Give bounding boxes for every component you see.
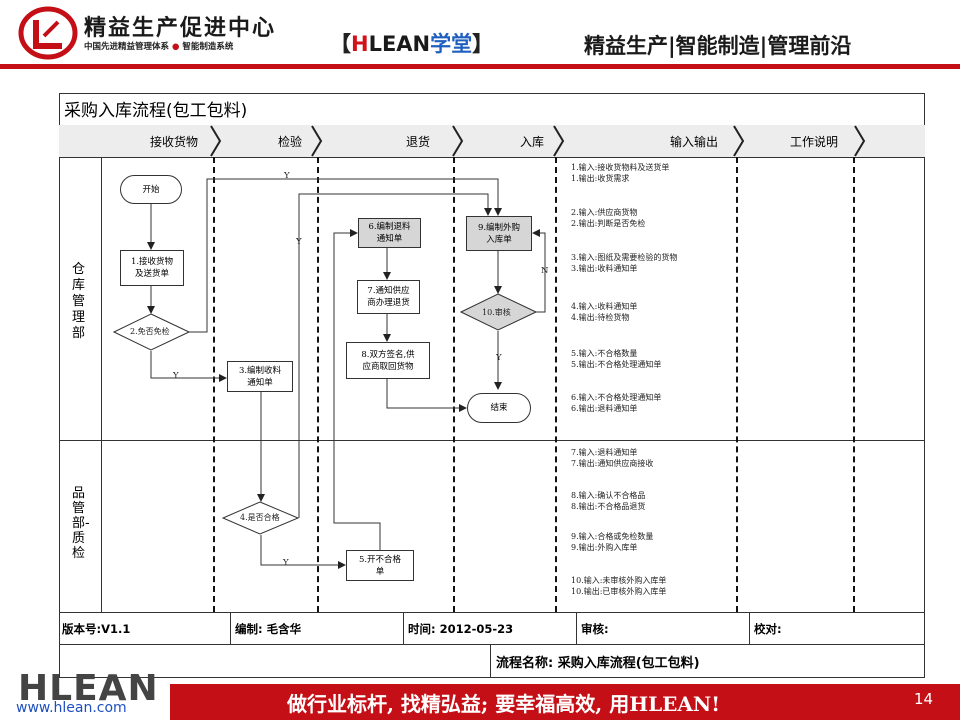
io-line: 4.输出:待检货物 <box>571 313 630 322</box>
info-sep-5 <box>490 644 491 678</box>
lane-divider <box>59 440 925 441</box>
io-line: 10.输入:未审核外购入库单 <box>571 576 667 585</box>
node-inspection-free-label: 2.免否免检 <box>130 327 170 336</box>
process-name-label: 流程名称: 采购入库流程(包工包料) <box>496 656 700 671</box>
time-label: 时间: 2012-05-23 <box>408 622 514 636</box>
footer-slogan: 做行业标杆, 找精弘益; 要幸福高效, 用HLEAN! <box>287 692 720 716</box>
col-sep-6 <box>853 157 855 612</box>
column-header-stock-in: 入库 <box>520 135 545 149</box>
proof-label: 校对: <box>754 622 782 636</box>
info-sep-3 <box>576 612 577 644</box>
io-line: 5.输入:不合格数量 <box>571 349 638 358</box>
io-line: 3.输出:收料通知单 <box>571 264 638 273</box>
node-review-diamond <box>460 293 537 331</box>
logo-subtitle-a: 中国先进精益管理体系 <box>84 42 170 52</box>
col-sep-3 <box>453 157 455 612</box>
node-receipt-notice: 3.编制收料 通知单 <box>227 361 293 392</box>
column-header-band <box>59 125 925 157</box>
node-notify-supplier: 7.通知供应 商办理退货 <box>357 280 420 314</box>
io-line: 10.输出:已审核外购入库单 <box>571 587 667 596</box>
io-line: 3.输入:图纸及需要检验的货物 <box>571 253 678 262</box>
node-nonconforming: 5.开不合格 单 <box>346 550 414 581</box>
footer-logo: HLEAN <box>18 668 159 709</box>
brand-h: H <box>351 32 369 56</box>
label-y-n4: Y <box>296 237 302 247</box>
info-sep-2 <box>403 612 404 644</box>
column-chevrons <box>210 125 866 157</box>
col-sep-2 <box>317 157 319 612</box>
node-qualified-diamond <box>222 501 299 535</box>
brand-open: 【 <box>330 32 351 56</box>
io-line: 1.输出:收货需求 <box>571 174 630 183</box>
io-line: 6.输出:退料通知单 <box>571 404 638 413</box>
io-line: 8.输出:不合格品退货 <box>571 502 646 511</box>
header-bottom-line <box>59 157 925 158</box>
version-label: 版本号:V1.1 <box>62 622 131 636</box>
io-line: 7.输入:退料通知单 <box>571 448 638 457</box>
io-line: 5.输出:不合格处理通知单 <box>571 360 662 369</box>
label-y-n2: Y <box>173 371 179 381</box>
column-header-io: 输入输出 <box>670 135 719 149</box>
io-line: 2.输出:判断是否免检 <box>571 219 646 228</box>
label-y-n10: Y <box>496 353 502 363</box>
flowchart-frame <box>59 93 925 678</box>
brand-close: 】 <box>472 32 494 56</box>
label-n-n10: N <box>541 266 549 276</box>
brand-xt: 学堂 <box>430 32 473 56</box>
node-review-label: 10.审核 <box>482 308 511 317</box>
footer-bar <box>170 684 960 720</box>
io-line: 2.输入:供应商货物 <box>571 208 638 217</box>
col-sep-1 <box>213 157 215 612</box>
brand-rest: LEAN <box>368 32 431 56</box>
footer-divider-1 <box>59 612 925 613</box>
io-line: 8.输入:确认不合格品 <box>571 491 646 500</box>
node-stock-in-order: 9.编制外购 入库单 <box>466 216 532 251</box>
io-line: 9.输入:合格或免检数量 <box>571 532 654 541</box>
logo-subtitle-b: 智能制造系统 <box>182 42 234 52</box>
io-line: 7.输出:通知供应商接收 <box>571 459 654 468</box>
column-header-receive: 接收货物 <box>150 135 199 149</box>
logo-subtitle: 中国先进精益管理体系 ● 智能制造系统 <box>84 42 234 52</box>
info-sep-4 <box>749 612 750 644</box>
header-divider <box>0 64 960 69</box>
io-line: 6.输入:不合格处理通知单 <box>571 393 662 402</box>
logo-icon <box>18 6 78 60</box>
chart-title: 采购入库流程(包工包料) <box>64 101 248 121</box>
logo-title: 精益生产促进中心 <box>84 16 277 41</box>
column-header-return: 退货 <box>406 135 431 149</box>
review-label: 审核: <box>581 622 609 636</box>
header-slogan: 精益生产|智能制造|管理前沿 <box>584 34 852 58</box>
editor-label: 编制: 毛含华 <box>235 622 302 636</box>
col-sep-5 <box>736 157 738 612</box>
node-end: 结束 <box>467 393 531 423</box>
footer-url[interactable]: www.hlean.com <box>16 700 127 716</box>
column-header-inspect: 检验 <box>278 135 303 149</box>
brand-tag: 【HLEAN学堂】 <box>330 28 493 58</box>
column-header-work-notes: 工作说明 <box>790 135 839 149</box>
swimlane-quality: 品管部-质检 <box>72 486 90 561</box>
node-start: 开始 <box>120 175 182 204</box>
footer-divider-2 <box>59 644 925 645</box>
node-qualified-label: 4.是否合格 <box>240 513 280 522</box>
info-sep-1 <box>230 612 231 644</box>
label-y-top: Y <box>284 171 290 181</box>
node-inspection-free-diamond <box>113 313 190 351</box>
page-number: 14 <box>914 690 934 708</box>
swimlane-warehouse: 仓库管理部 <box>72 262 86 341</box>
io-line: 9.输出:外购入库单 <box>571 543 638 552</box>
node-receive-goods: 1.接收货物 及送货单 <box>120 250 184 286</box>
io-line: 4.输入:收料通知单 <box>571 302 638 311</box>
node-both-sign: 8.双方签名,供 应商取回货物 <box>346 342 430 379</box>
label-n-n4: Y <box>283 558 289 568</box>
io-line: 1.输入:接收货物料及送货单 <box>571 163 670 172</box>
node-return-notice: 6.编制退料 通知单 <box>358 218 421 248</box>
col-sep-4 <box>555 157 557 612</box>
lane-label-divider <box>101 157 102 612</box>
